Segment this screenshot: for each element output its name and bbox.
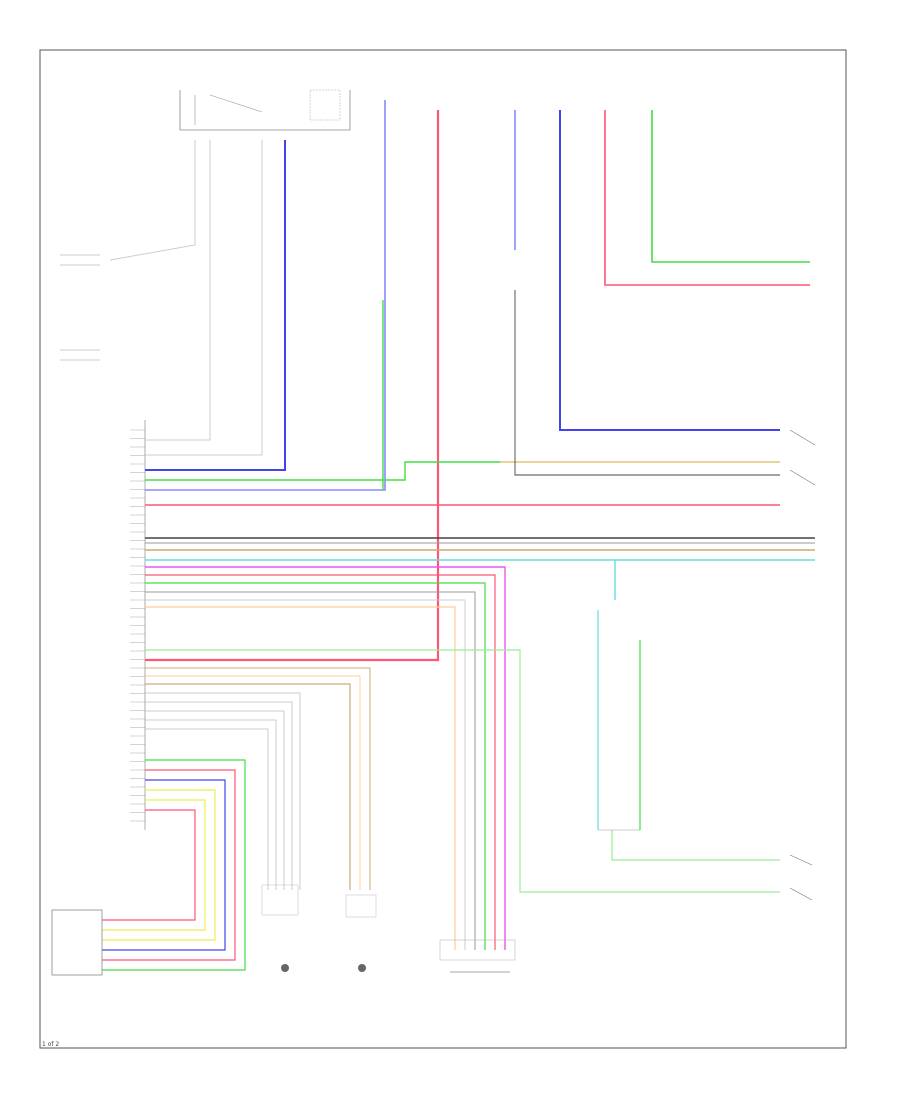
bottom-sensor-left <box>261 884 299 972</box>
wire-yellow-bl1 <box>102 789 216 941</box>
top-switch-component <box>179 89 351 131</box>
wire-green-right <box>651 110 810 263</box>
wire-sensor-4 <box>145 719 277 890</box>
wire-pink-bl2 <box>102 809 196 921</box>
wire-lightgreen-sw <box>611 830 780 861</box>
wire-sensor-3 <box>145 710 285 890</box>
wire-violet-top <box>145 100 386 491</box>
wire-blue-bl <box>102 779 226 951</box>
wire-gray-1 <box>145 140 211 441</box>
wire-tan-v1 <box>145 667 371 890</box>
left-switch-component <box>60 254 100 361</box>
wire-blue-main <box>145 140 286 471</box>
wire-orange-v <box>145 606 456 950</box>
wire-green-v <box>145 582 486 950</box>
wire-green-bl <box>102 759 246 971</box>
wire-dark-row <box>514 290 780 476</box>
wire-gray-2 <box>145 140 263 456</box>
wire-sensor-2 <box>145 701 293 890</box>
wire-orange-v1 <box>145 675 361 890</box>
wire-gray-v1 <box>145 591 476 950</box>
wire-pink-main <box>145 110 440 662</box>
right-bottom-switch <box>789 854 813 901</box>
wire-gray-v2 <box>145 599 466 950</box>
ecm-connector-pins <box>130 429 145 822</box>
wire-lightgreen-long <box>145 649 780 893</box>
right-top-switch <box>789 429 816 486</box>
bottom-sensor-right <box>345 894 377 972</box>
wire-yellow-bl2 <box>102 799 206 931</box>
page-number-label: 1 of 2 <box>42 1041 59 1048</box>
wire-tan-v2 <box>145 683 351 890</box>
wire-sensor-1 <box>145 692 301 890</box>
bottom-connector-group <box>439 939 516 973</box>
wire-sensor-5 <box>145 728 269 890</box>
wire-blue-right <box>559 110 780 431</box>
bottom-left-component-box <box>51 909 103 976</box>
diagram-frame <box>39 49 847 1049</box>
wires <box>102 100 815 971</box>
wire-gray-left <box>109 140 196 261</box>
wire-pink-v <box>145 574 496 950</box>
wire-pink-bl <box>102 769 236 961</box>
wire-magenta-v <box>145 566 506 950</box>
wire-cyan-row <box>145 559 616 600</box>
center-right-switch <box>597 610 641 831</box>
wire-pink-right <box>604 110 810 286</box>
